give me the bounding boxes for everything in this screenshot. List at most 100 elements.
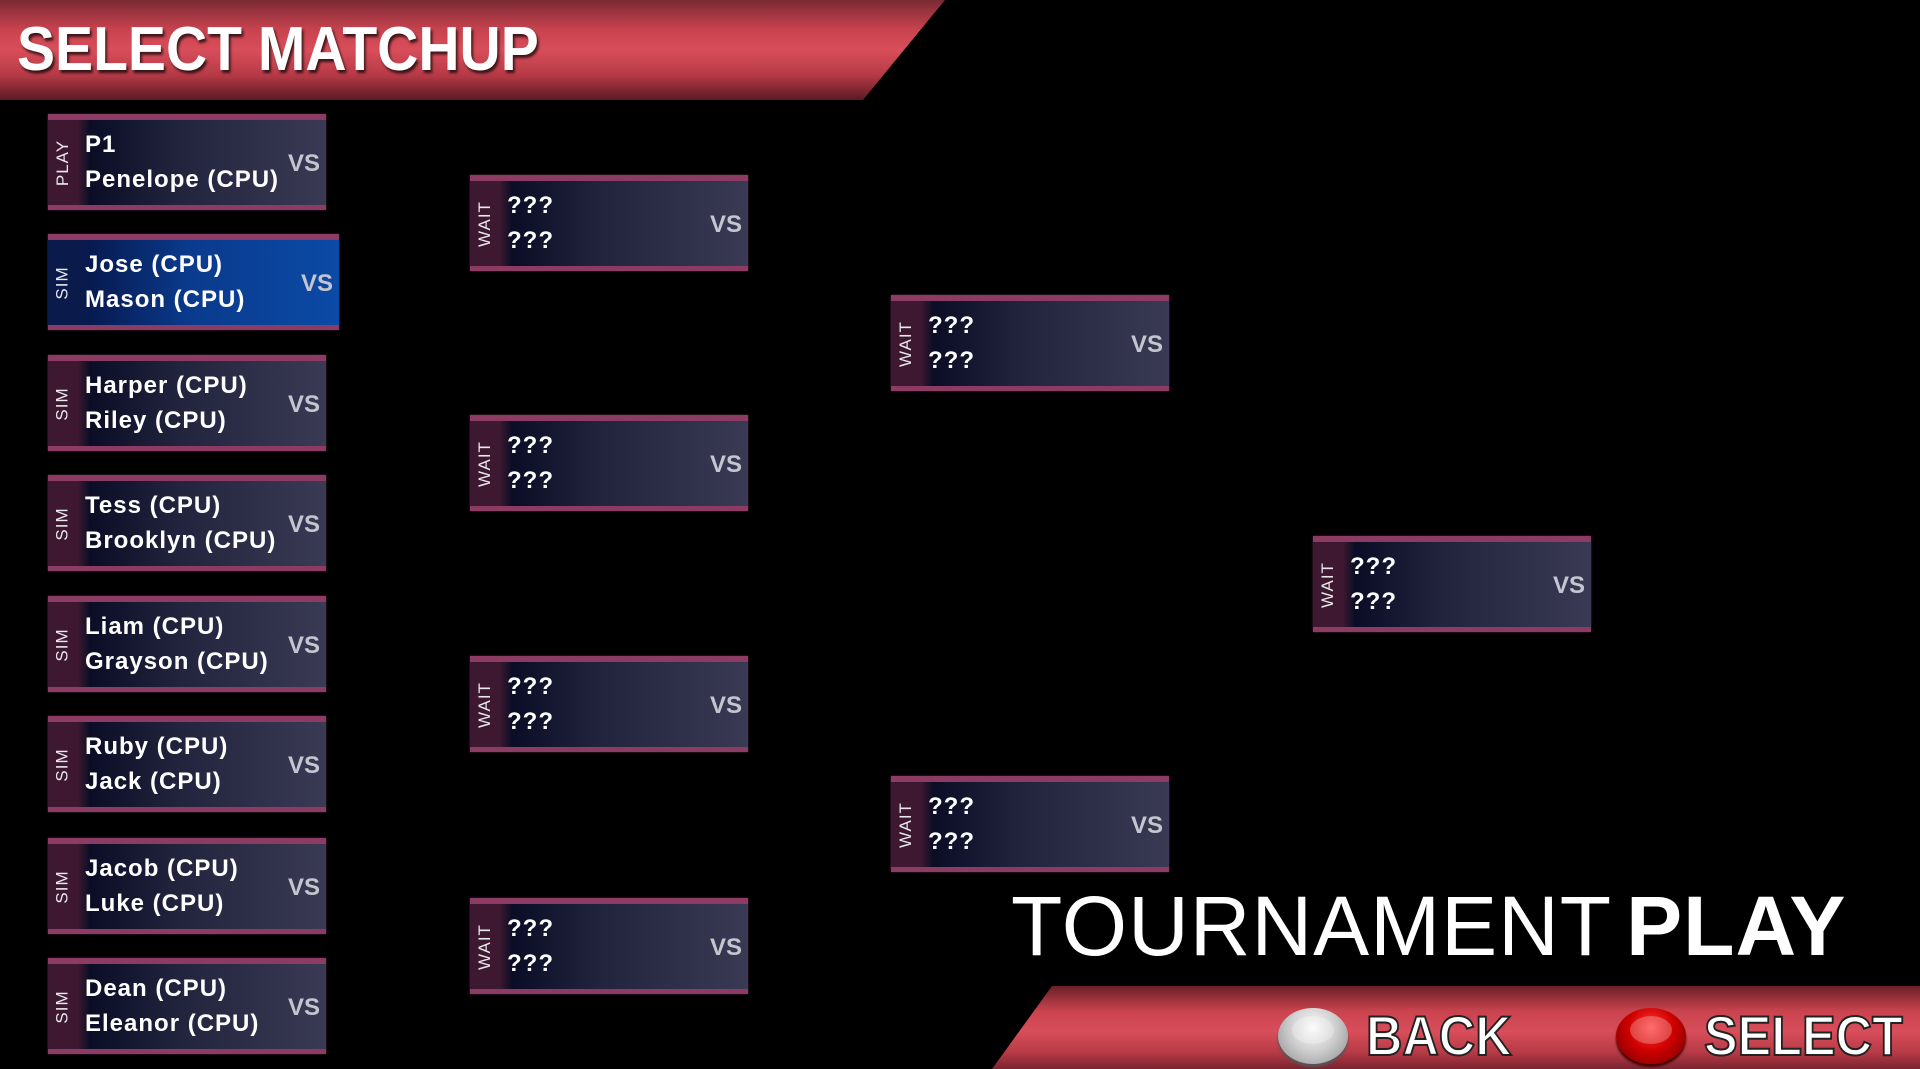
- player-2-name: ???: [928, 347, 975, 374]
- match-status: WAIT: [1318, 561, 1337, 608]
- vs-label: VS: [287, 632, 320, 659]
- player-1-name: Jose (CPU): [85, 251, 224, 278]
- vs-label: VS: [709, 451, 742, 478]
- matchup-card-round3-1[interactable]: WAIT?????? VS: [891, 295, 1169, 391]
- back-button[interactable]: BACK: [1278, 1003, 1528, 1068]
- status-strip: WAIT: [470, 181, 500, 266]
- matchup-card-round1-5[interactable]: SIM Liam (CPU) Grayson (CPU) VS: [48, 596, 326, 692]
- match-status: WAIT: [475, 440, 494, 487]
- matchup-card-round1-8[interactable]: SIM Dean (CPU) Eleanor (CPU) VS: [48, 958, 326, 1054]
- back-label: BACK: [1365, 1003, 1512, 1068]
- player-1-name: Tess (CPU): [85, 492, 222, 519]
- player-1-name: ???: [928, 793, 975, 820]
- match-status: WAIT: [896, 801, 915, 848]
- status-strip: WAIT: [891, 782, 921, 867]
- logo-bold-text: PLAY: [1626, 879, 1847, 973]
- status-strip: SIM: [48, 602, 78, 687]
- match-status: SIM: [53, 265, 73, 300]
- vs-label: VS: [709, 934, 742, 961]
- vs-label: VS: [287, 391, 320, 418]
- red-button-icon: [1616, 1007, 1686, 1064]
- player-2-name: Grayson (CPU): [85, 648, 269, 675]
- matchup-card-round2-1[interactable]: WAIT?????? VS: [470, 175, 748, 271]
- matchup-card-round1-4[interactable]: SIM Tess (CPU) Brooklyn (CPU) VS: [48, 475, 326, 571]
- player-1-name: Liam (CPU): [85, 613, 225, 640]
- logo-light-text: TOURNAMENT: [1011, 879, 1613, 973]
- select-button[interactable]: SELECT: [1616, 1003, 1920, 1068]
- player-2-name: Eleanor (CPU): [85, 1010, 260, 1037]
- white-button-icon: [1278, 1007, 1348, 1064]
- matchup-card-round3-2[interactable]: WAIT?????? VS: [891, 776, 1169, 872]
- match-status: PLAY: [53, 139, 72, 186]
- vs-label: VS: [300, 270, 333, 297]
- player-1-name: ???: [507, 915, 554, 942]
- player-2-name: ???: [928, 828, 975, 855]
- status-strip: WAIT: [470, 662, 500, 747]
- matchup-card-round2-4[interactable]: WAIT?????? VS: [470, 898, 748, 994]
- player-2-name: ???: [507, 708, 554, 735]
- select-label: SELECT: [1703, 1003, 1904, 1068]
- matchup-card-round2-2[interactable]: WAIT?????? VS: [470, 415, 748, 511]
- player-2-name: Mason (CPU): [85, 286, 246, 313]
- match-status: WAIT: [475, 923, 494, 970]
- player-2-name: Penelope (CPU): [85, 166, 280, 193]
- vs-label: VS: [709, 211, 742, 238]
- matchup-card-round2-3[interactable]: WAIT??????VS: [470, 656, 748, 752]
- status-strip: SIM: [48, 361, 78, 446]
- player-2-name: ???: [1350, 588, 1397, 615]
- player-2-name: ???: [507, 467, 554, 494]
- match-status: WAIT: [896, 320, 915, 367]
- page-title: SELECT MATCHUP: [17, 15, 539, 84]
- match-status: SIM: [53, 989, 73, 1024]
- status-strip: WAIT: [891, 301, 921, 386]
- matchup-card-round1-3[interactable]: SIM Harper (CPU) Riley (CPU) VS: [48, 355, 326, 451]
- status-strip: WAIT: [1313, 542, 1343, 627]
- player-2-name: Riley (CPU): [85, 407, 227, 434]
- match-status: SIM: [53, 869, 73, 904]
- player-1-name: Ruby (CPU): [85, 733, 229, 760]
- player-1-name: Harper (CPU): [85, 372, 248, 399]
- status-strip: SIM: [48, 240, 78, 325]
- player-1-name: Dean (CPU): [85, 975, 228, 1002]
- match-status: SIM: [53, 506, 73, 541]
- status-strip: SIM: [48, 722, 78, 807]
- player-1-name: ???: [928, 312, 975, 339]
- player-2-name: Jack (CPU): [85, 768, 222, 795]
- vs-label: VS: [1552, 572, 1585, 599]
- player-2-name: Brooklyn (CPU): [85, 527, 277, 554]
- match-status: SIM: [53, 386, 73, 421]
- player-2-name: Luke (CPU): [85, 890, 225, 917]
- matchup-card-round4-1[interactable]: WAIT?????? VS: [1313, 536, 1591, 632]
- status-strip: SIM: [48, 844, 78, 929]
- matchup-card-round1-2[interactable]: SIM Jose (CPU) Mason (CPU) VS: [48, 234, 339, 330]
- match-status: SIM: [53, 627, 73, 662]
- vs-label: VS: [1130, 331, 1163, 358]
- vs-label: VS: [287, 752, 320, 779]
- status-strip: SIM: [48, 481, 78, 566]
- vs-label: VS: [287, 150, 320, 177]
- header-banner: [0, 0, 945, 100]
- footer-bar: [992, 986, 1920, 1069]
- vs-label: VS: [287, 874, 320, 901]
- match-status: WAIT: [475, 200, 494, 247]
- matchup-card-round1-6[interactable]: SIM Ruby (CPU) Jack (CPU) VS: [48, 716, 326, 812]
- status-strip: PLAY: [48, 120, 78, 205]
- player-2-name: ???: [507, 227, 554, 254]
- vs-label: VS: [287, 511, 320, 538]
- match-status: SIM: [53, 747, 73, 782]
- vs-label: VS: [1130, 812, 1163, 839]
- player-1-name: ???: [1350, 553, 1397, 580]
- status-strip: WAIT: [470, 421, 500, 506]
- player-1-name: Jacob (CPU): [85, 855, 239, 882]
- vs-label: VS: [709, 692, 742, 719]
- player-1-name: ???: [507, 432, 554, 459]
- vs-label: VS: [287, 994, 320, 1021]
- status-strip: SIM: [48, 964, 78, 1049]
- player-1-name: P1: [85, 131, 117, 158]
- player-1-name: ???: [507, 192, 554, 219]
- player-2-name: ???: [507, 950, 554, 977]
- matchup-card-round1-7[interactable]: SIM Jacob (CPU) Luke (CPU) VS: [48, 838, 326, 934]
- status-strip: WAIT: [470, 904, 500, 989]
